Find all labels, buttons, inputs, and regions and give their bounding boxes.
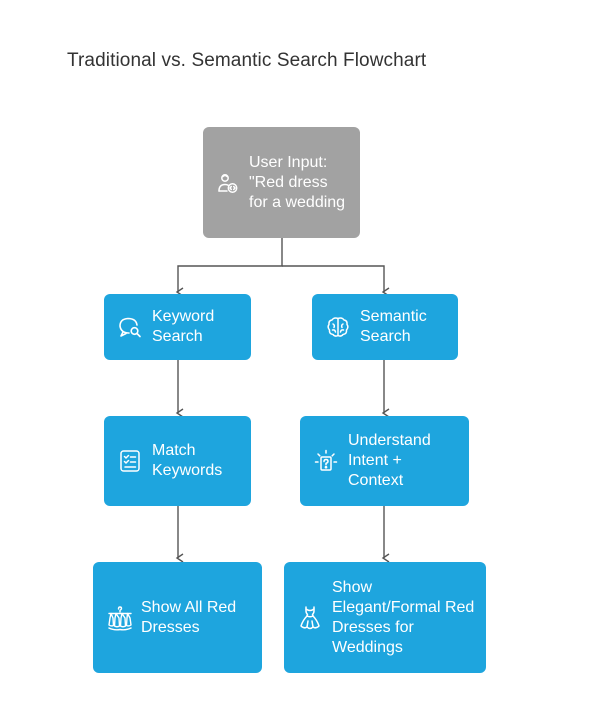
node-user-input-label: User Input: "Red dress for a wedding xyxy=(249,153,346,211)
node-show-elegant: Show Elegant/Formal Red Dresses for Wedd… xyxy=(284,562,486,673)
node-understand-intent-label: Understand Intent + Context xyxy=(348,432,431,489)
connector-input-semantic xyxy=(282,265,390,297)
node-show-all: Show All Red Dresses xyxy=(93,562,262,673)
diagram-title: Traditional vs. Semantic Search Flowchar… xyxy=(67,50,427,71)
search-chat-icon xyxy=(116,314,144,340)
brain-icon xyxy=(324,314,352,340)
question-bulb-icon xyxy=(312,448,340,474)
clothing-rack-icon xyxy=(105,604,135,632)
node-understand-intent: Understand Intent + Context xyxy=(300,416,469,506)
node-semantic-search-label: Semantic Search xyxy=(360,308,427,345)
node-keyword-search-label: Keyword Search xyxy=(152,308,215,345)
node-semantic-search: Semantic Search xyxy=(312,294,458,360)
node-show-all-label: Show All Red Dresses xyxy=(141,598,237,636)
checklist-icon xyxy=(116,448,144,474)
node-match-keywords-label: Match Keywords xyxy=(152,442,223,479)
dress-icon xyxy=(296,604,324,632)
connector-input-split xyxy=(175,238,283,297)
node-match-keywords: Match Keywords xyxy=(104,416,251,506)
node-user-input: User Input: "Red dress for a wedding xyxy=(203,127,360,238)
node-keyword-search: Keyword Search xyxy=(104,294,251,360)
node-show-elegant-label: Show Elegant/Formal Red Dresses for Wedd… xyxy=(332,578,475,656)
user-input-icon xyxy=(213,171,243,195)
